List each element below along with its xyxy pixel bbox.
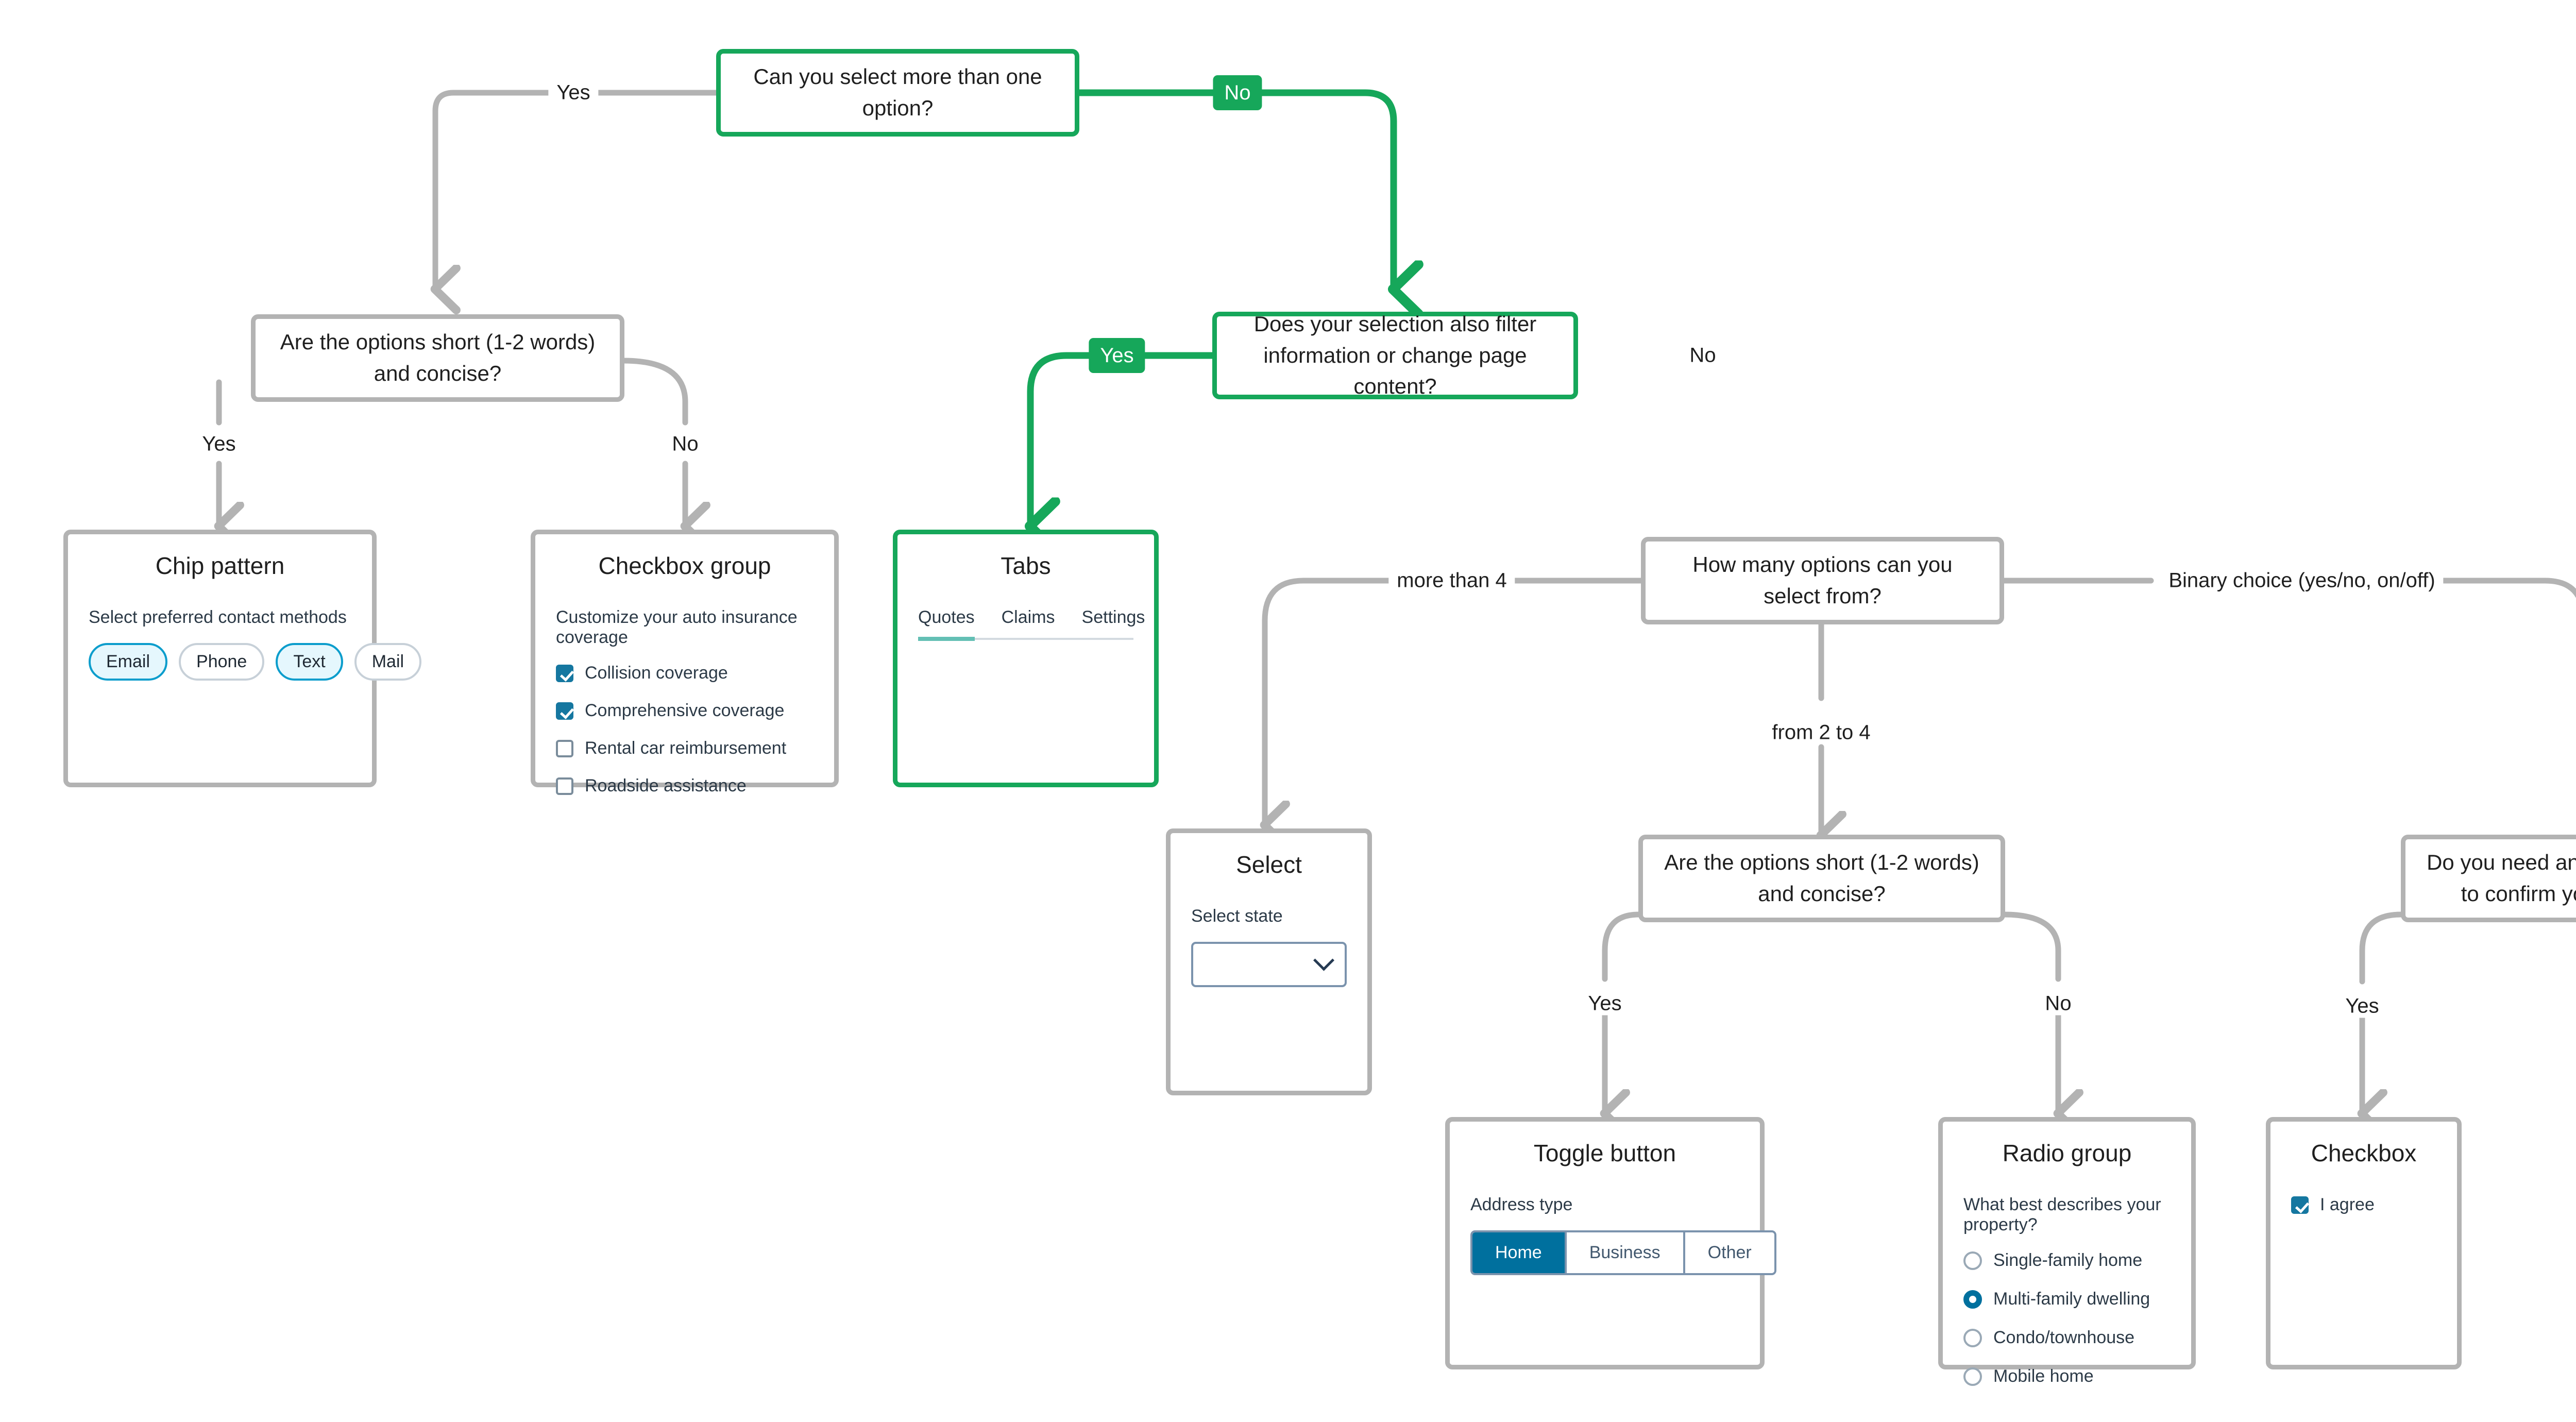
checkbox-row-i-agree[interactable]: I agree <box>2291 1195 2436 1215</box>
decision-text: Can you select more than one option? <box>753 64 1042 120</box>
edge-label-from-2-to-4: from 2 to 4 <box>1764 721 1879 744</box>
chip-email[interactable]: Email <box>89 643 168 681</box>
card-title: Chip pattern <box>155 552 285 579</box>
chip-group: Email Phone Text Mail <box>89 643 422 681</box>
card-title: Checkbox group <box>598 552 771 579</box>
card-title: Checkbox <box>2311 1140 2417 1166</box>
card-toggle-button: Toggle button Address type Home Business… <box>1445 1117 1776 1369</box>
checkbox-label: I agree <box>2320 1195 2375 1214</box>
decision-text: How many options can you select from? <box>1692 552 1953 608</box>
chip-mail[interactable]: Mail <box>354 643 422 681</box>
checkbox-icon[interactable] <box>2291 1196 2309 1214</box>
checkbox-icon[interactable] <box>556 664 573 682</box>
decision-how-many-options[interactable]: How many options can you select from? <box>1641 537 2004 624</box>
card-tabs: Tabs Quotes Claims Settings <box>893 530 1159 787</box>
toggle-option-home[interactable]: Home <box>1472 1232 1567 1273</box>
radio-row-mobile-home[interactable]: Mobile home <box>1963 1366 2171 1386</box>
radio-row-single-family[interactable]: Single-family home <box>1963 1250 2171 1271</box>
checkbox-label: Comprehensive coverage <box>585 701 785 720</box>
decision-additional-confirm-action[interactable]: Do you need an additional action to conf… <box>2401 835 2576 922</box>
edge-badge-no-top: No <box>1213 75 1262 110</box>
radio-label: Mobile home <box>1993 1366 2094 1386</box>
toggle-option-other[interactable]: Other <box>1685 1232 1774 1273</box>
decision-text: Does your selection also filter informat… <box>1253 311 1537 399</box>
checkbox-row-roadside[interactable]: Roadside assistance <box>556 776 814 796</box>
radio-list: Single-family home Multi-family dwelling… <box>1963 1250 2171 1386</box>
radio-row-condo[interactable]: Condo/townhouse <box>1963 1328 2171 1348</box>
tab-bar: Quotes Claims Settings <box>918 607 1145 641</box>
edge-label-yes-left: Yes <box>194 432 244 456</box>
card-title: Select <box>1236 851 1302 878</box>
decision-text: Are the options short (1-2 words) and co… <box>280 330 596 385</box>
checkbox-label: Roadside assistance <box>585 776 747 795</box>
checkbox-group-label: Customize your auto insurance coverage <box>556 607 798 647</box>
card-chip-pattern: Chip pattern Select preferred contact me… <box>63 530 422 787</box>
radio-label: Multi-family dwelling <box>1993 1289 2150 1309</box>
edge-badge-yes-filter: Yes <box>1089 338 1145 373</box>
checkbox-icon[interactable] <box>556 739 573 757</box>
toggle-group-label: Address type <box>1470 1195 1573 1214</box>
chip-group-label: Select preferred contact methods <box>89 607 347 627</box>
select-label: Select state <box>1191 906 1283 926</box>
radio-icon[interactable] <box>1963 1251 1982 1270</box>
edge-label-more-than-4: more than 4 <box>1388 569 1515 592</box>
checkbox-icon[interactable] <box>556 777 573 795</box>
checkbox-list: Collision coverage Comprehensive coverag… <box>556 663 814 796</box>
decision-options-short-left[interactable]: Are the options short (1-2 words) and co… <box>251 314 624 402</box>
checkbox-icon[interactable] <box>556 702 573 720</box>
decision-text: Do you need an additional action to conf… <box>2427 850 2576 906</box>
toggle-button-group: Home Business Other <box>1470 1230 1776 1275</box>
edge-label-binary-choice: Binary choice (yes/no, on/off) <box>2160 569 2444 592</box>
radio-row-multi-family[interactable]: Multi-family dwelling <box>1963 1289 2171 1309</box>
checkbox-label: Rental car reimbursement <box>585 738 787 758</box>
checkbox-row-collision[interactable]: Collision coverage <box>556 663 814 683</box>
decision-selection-filters-content[interactable]: Does your selection also filter informat… <box>1212 312 1578 399</box>
radio-label: Single-family home <box>1993 1250 2143 1270</box>
edge-label-yes-mid: Yes <box>1580 992 1630 1015</box>
chip-text[interactable]: Text <box>276 643 343 681</box>
radio-icon[interactable] <box>1963 1328 1982 1347</box>
edge-label-yes-top: Yes <box>548 81 599 105</box>
edge-label-no-filter: No <box>1681 344 1724 367</box>
edge-label-no-mid: No <box>2037 992 2080 1015</box>
card-title: Radio group <box>2002 1140 2132 1166</box>
tab-claims[interactable]: Claims <box>1001 607 1055 627</box>
toggle-option-business[interactable]: Business <box>1566 1232 1685 1273</box>
radio-icon[interactable] <box>1963 1367 1982 1386</box>
decision-can-select-multiple[interactable]: Can you select more than one option? <box>716 49 1079 137</box>
card-title: Toggle button <box>1533 1140 1676 1166</box>
checkbox-row-comprehensive[interactable]: Comprehensive coverage <box>556 701 814 721</box>
radio-label: Condo/townhouse <box>1993 1328 2135 1347</box>
card-select: Select Select state <box>1166 828 1372 1095</box>
card-checkbox-group: Checkbox group Customize your auto insur… <box>531 530 839 795</box>
card-checkbox: Checkbox I agree <box>2266 1117 2462 1369</box>
decision-text: Are the options short (1-2 words) and co… <box>1664 850 1979 906</box>
checkbox-label: Collision coverage <box>585 663 728 683</box>
chip-phone[interactable]: Phone <box>179 643 265 681</box>
chevron-down-icon <box>1313 950 1335 971</box>
card-radio-group: Radio group What best describes your pro… <box>1938 1117 2196 1386</box>
tab-settings[interactable]: Settings <box>1081 607 1145 627</box>
radio-icon[interactable] <box>1963 1290 1982 1309</box>
select-input[interactable] <box>1191 942 1347 987</box>
decision-options-short-mid[interactable]: Are the options short (1-2 words) and co… <box>1638 835 2005 922</box>
card-title: Tabs <box>1001 552 1051 579</box>
edge-label-no-left: No <box>664 432 707 456</box>
checkbox-row-rental[interactable]: Rental car reimbursement <box>556 738 814 758</box>
radio-group-label: What best describes your property? <box>1963 1195 2161 1234</box>
tab-quotes[interactable]: Quotes <box>918 607 975 641</box>
edge-label-yes-right: Yes <box>2337 994 2387 1018</box>
